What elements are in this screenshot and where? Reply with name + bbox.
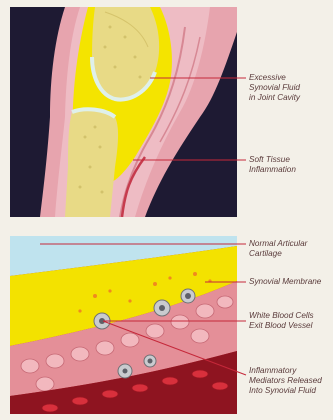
- joint-cross-section-illustration: [10, 7, 237, 217]
- label-white-blood-cells: White Blood Cells Exit Blood Vessel: [249, 311, 333, 331]
- synovial-membrane-closeup-illustration: [10, 236, 237, 414]
- label-inflammatory-mediators: Inflammatory Mediators Released Into Syn…: [249, 366, 333, 396]
- label-excessive-fluid: Excessive Synovial Fluid in Joint Cavity: [249, 73, 333, 103]
- label-articular-cartilage: Normal Articular Cartilage: [249, 239, 333, 259]
- label-synovial-membrane: Synovial Membrane: [249, 277, 333, 287]
- label-soft-tissue: Soft Tissue Inflammation: [249, 155, 333, 175]
- lower-bone: [65, 109, 118, 217]
